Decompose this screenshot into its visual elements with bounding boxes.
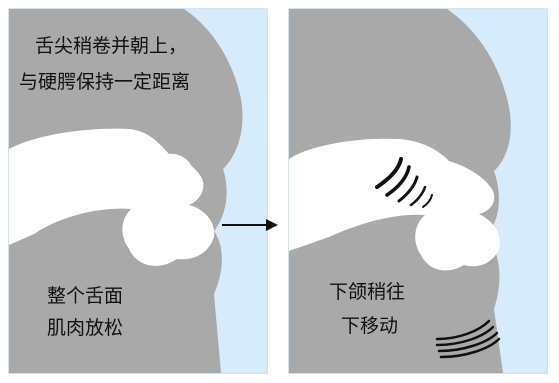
right-note-line1: 下颌稍往 [329, 281, 406, 303]
upper-teeth [156, 153, 195, 193]
left-note-line1: 整个舌面 [47, 285, 124, 307]
caption-line2: 与硬腭保持一定距离 [19, 71, 191, 93]
jaw-movement-lines-icon [435, 319, 501, 359]
vibration-lines-icon [375, 157, 433, 208]
caption-line1: 舌尖稍卷并朝上， [35, 35, 188, 57]
tongue-shape [289, 138, 500, 271]
left-mouth-illustration [9, 9, 243, 373]
right-note-line2: 下移动 [341, 315, 399, 337]
left-note-line2: 肌肉放松 [47, 317, 124, 339]
left-panel: 舌尖稍卷并朝上， 与硬腭保持一定距离 整个舌面 肌肉放松 [8, 8, 268, 374]
right-mouth-illustration [289, 9, 511, 373]
transition-arrow-icon [222, 219, 278, 231]
right-panel: 下颌稍往 下移动 [288, 8, 548, 374]
